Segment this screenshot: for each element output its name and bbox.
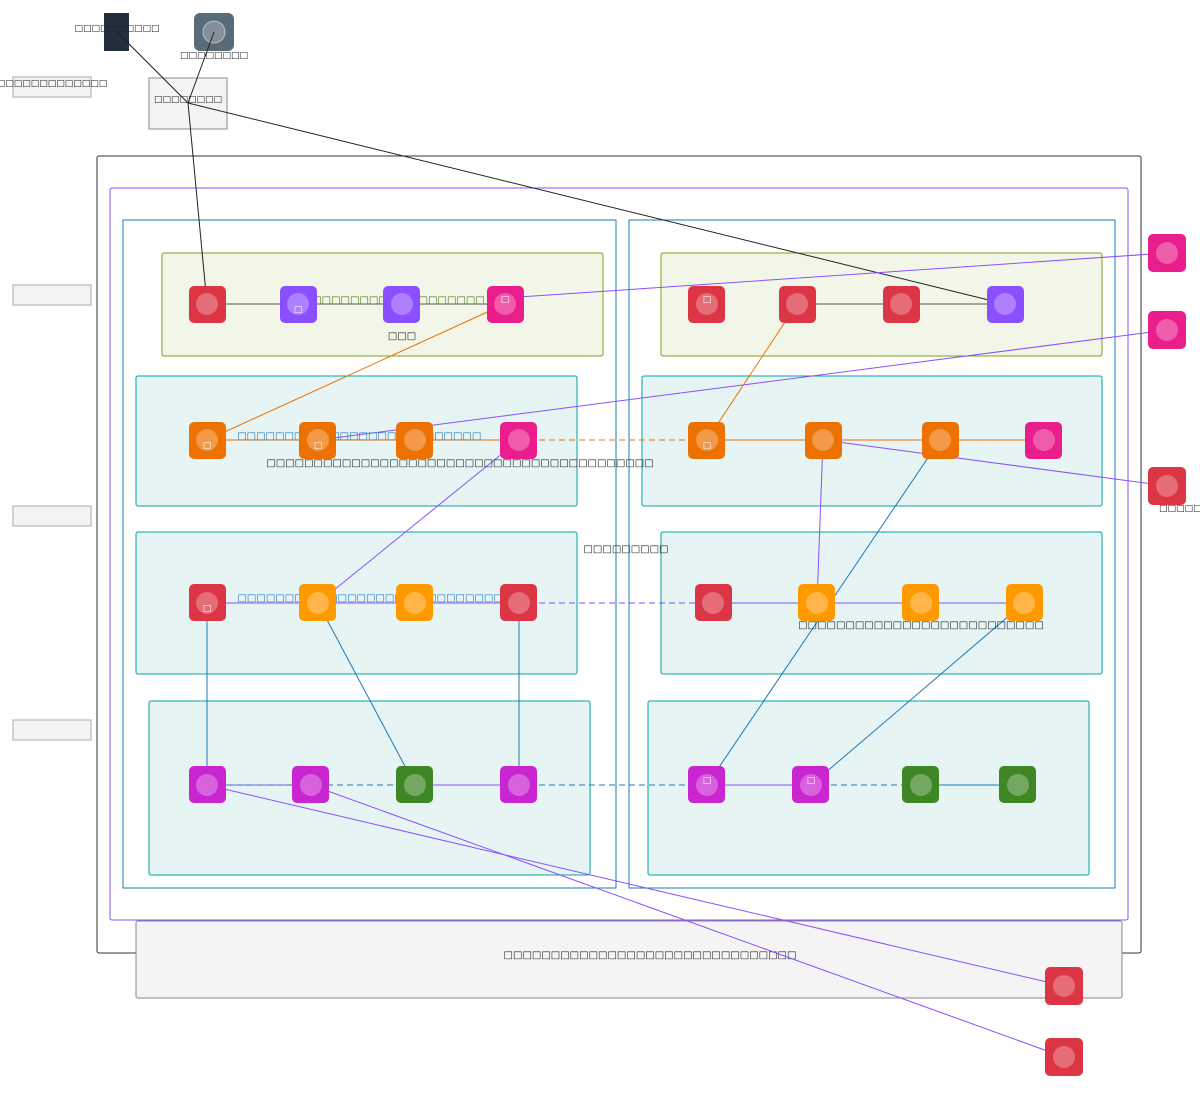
node-row1-right-4[interactable] bbox=[987, 286, 1024, 323]
row3-edge-label-b: □□□□□□□□□□ bbox=[319, 593, 413, 604]
row-label-box-3 bbox=[12, 719, 92, 741]
node-row2-left-3[interactable] bbox=[396, 422, 433, 459]
node-row1-left-1[interactable] bbox=[189, 286, 226, 323]
node-row2-left-1[interactable]: □ bbox=[189, 422, 226, 459]
left-legend-label: □□□□□□□□□□□□□ bbox=[0, 79, 107, 89]
group-left-row2 bbox=[135, 375, 578, 507]
edge-orange-1 bbox=[206, 303, 506, 441]
node-row1-right-2[interactable] bbox=[779, 286, 816, 323]
row2-edge-label-a: □□□□□□□□ bbox=[237, 431, 313, 442]
row2-edge-label-b: □□□□□□□□□□□□□□ bbox=[302, 431, 434, 442]
node-row2-right-1[interactable]: □ bbox=[688, 422, 725, 459]
node-row3-right-3[interactable] bbox=[902, 584, 939, 621]
edge-dark-4 bbox=[187, 102, 1006, 306]
node-external-right-2[interactable] bbox=[1148, 311, 1186, 349]
node-external-right-3[interactable] bbox=[1148, 467, 1186, 505]
group-right-row2 bbox=[641, 375, 1103, 507]
node-glyph: □ bbox=[203, 441, 212, 451]
row2-edge-label-c: □□□□□□ bbox=[425, 431, 482, 442]
left-legend-box bbox=[12, 76, 92, 98]
node-row2-right-3[interactable] bbox=[922, 422, 959, 459]
bottom-bar bbox=[135, 920, 1123, 999]
node-row4-right-4[interactable] bbox=[999, 766, 1036, 803]
edge-dark-1 bbox=[187, 31, 215, 104]
edges-layer bbox=[116, 31, 1168, 1059]
row3-edge-label-a: □□□□□□□□□ bbox=[237, 593, 322, 604]
edge-purple-5 bbox=[813, 439, 824, 604]
node-row3-left-4[interactable] bbox=[500, 584, 537, 621]
node-row4-left-2[interactable] bbox=[292, 766, 329, 803]
row3-edge-label-c: □□□□□□□□□□ bbox=[418, 593, 512, 604]
node-glyph: □ bbox=[314, 441, 323, 451]
top-badge-caption: □□□□□□□□ bbox=[180, 51, 248, 61]
node-row4-right-1[interactable]: □ bbox=[688, 766, 725, 803]
edge-dark-3 bbox=[187, 102, 210, 305]
node-row1-left-4[interactable]: □ bbox=[487, 286, 524, 323]
node-row2-right-2[interactable] bbox=[805, 422, 842, 459]
group-left-row4 bbox=[148, 700, 591, 876]
inner-frame-purple bbox=[109, 187, 1129, 921]
bottom-bar-label: □□□□□□□□□□□□□□□□□□□□□□□□□□□□□□□ bbox=[504, 950, 797, 961]
node-row3-right-1[interactable] bbox=[695, 584, 732, 621]
node-row3-left-2[interactable] bbox=[299, 584, 336, 621]
node-glyph: □ bbox=[703, 295, 712, 305]
node-row1-left-2[interactable]: □ bbox=[280, 286, 317, 323]
node-row3-right-4[interactable] bbox=[1006, 584, 1043, 621]
column-right-frame bbox=[628, 219, 1116, 889]
node-glyph: □ bbox=[703, 441, 712, 451]
node-glyph: □ bbox=[703, 776, 712, 786]
node-row2-right-4[interactable] bbox=[1025, 422, 1062, 459]
node-row4-left-3[interactable] bbox=[396, 766, 433, 803]
node-row1-right-3[interactable] bbox=[883, 286, 920, 323]
node-glyph: □ bbox=[501, 295, 510, 305]
node-row4-left-4[interactable] bbox=[500, 766, 537, 803]
row1-sub-label: □□□ bbox=[388, 331, 416, 342]
column-left-frame bbox=[122, 219, 617, 889]
navy-block bbox=[104, 13, 129, 51]
edge-purple-3 bbox=[822, 439, 1168, 489]
node-row2-left-4[interactable] bbox=[500, 422, 537, 459]
edge-purple-2 bbox=[317, 329, 1168, 443]
node-row1-right-1[interactable]: □ bbox=[688, 286, 725, 323]
top-box-label: □□□□□□□□ bbox=[154, 95, 222, 105]
right-side-caption: □□□□□□ bbox=[1159, 504, 1200, 514]
edge-blue-5 bbox=[810, 602, 1025, 786]
edge-purple-14 bbox=[310, 784, 1065, 1059]
node-row4-right-3[interactable] bbox=[902, 766, 939, 803]
row2-note: □□□□□□□□□□□□□□□□□□□□□□□□□□□□□□□□□□□□□□□□… bbox=[266, 458, 653, 469]
edge-orange-2 bbox=[706, 303, 798, 441]
node-row3-left-1[interactable]: □ bbox=[189, 584, 226, 621]
nodes-layer: □ □ □ □ □ □ □ □ □ bbox=[189, 234, 1186, 1076]
row1-edge-label-a: □□□□□□□□□□□□□□ bbox=[284, 295, 416, 306]
edge-purple-4 bbox=[317, 439, 520, 604]
node-row2-left-2[interactable]: □ bbox=[299, 422, 336, 459]
node-row4-right-2[interactable]: □ bbox=[792, 766, 829, 803]
node-glyph: □ bbox=[203, 604, 212, 614]
edge-blue-2 bbox=[317, 602, 416, 786]
node-row3-right-2[interactable] bbox=[798, 584, 835, 621]
node-row1-left-3[interactable] bbox=[383, 286, 420, 323]
node-external-bottom-2[interactable] bbox=[1045, 1038, 1083, 1076]
node-glyph: □ bbox=[294, 305, 303, 315]
node-external-bottom-1[interactable] bbox=[1045, 967, 1083, 1005]
node-external-right-1[interactable] bbox=[1148, 234, 1186, 272]
top-left-caption: □□□□□□□□□□ bbox=[74, 24, 159, 34]
row-label-box-1 bbox=[12, 284, 92, 306]
row-label-box-2 bbox=[12, 505, 92, 527]
center-note: □□□□□□□□□ bbox=[583, 544, 668, 555]
node-row4-left-1[interactable] bbox=[189, 766, 226, 803]
edge-purple-13 bbox=[206, 784, 1065, 988]
node-glyph: □ bbox=[807, 776, 816, 786]
row1-edge-label-b: □□□□□□□□ bbox=[409, 295, 485, 306]
node-row3-left-3[interactable] bbox=[396, 584, 433, 621]
edge-dark-2 bbox=[116, 31, 189, 104]
row3-note: □□□□□□□□□□□□□□□□□□□□□□□□□□ bbox=[798, 620, 1044, 631]
edge-purple-1 bbox=[504, 249, 1168, 299]
group-right-row4 bbox=[647, 700, 1090, 876]
